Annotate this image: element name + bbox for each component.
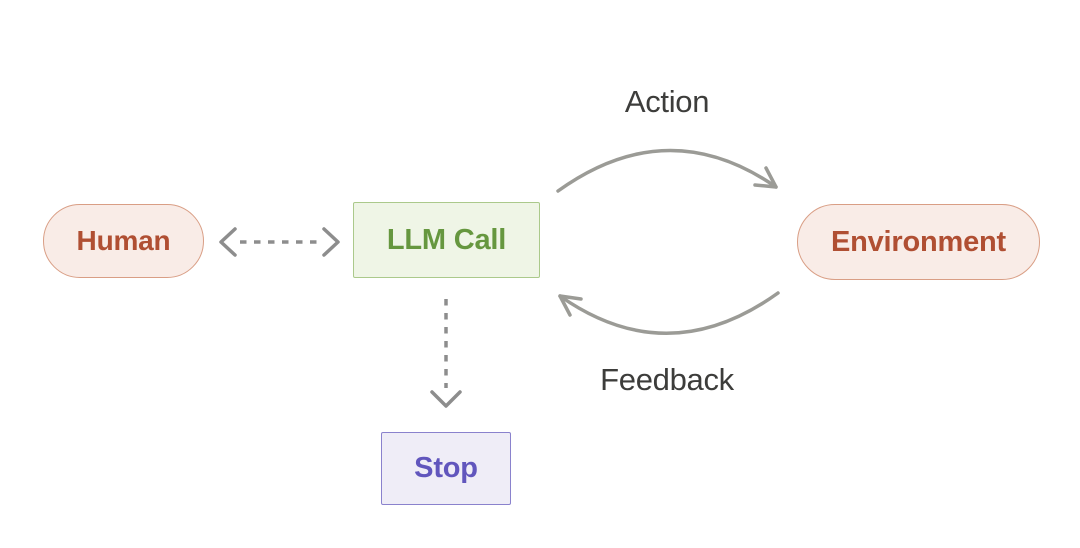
action-edge-label: Action: [624, 84, 710, 119]
node-environment: Environment: [797, 204, 1040, 280]
action-arrow: [556, 148, 778, 193]
node-llm-call: LLM Call: [353, 202, 540, 278]
node-human-label: Human: [76, 225, 171, 256]
feedback-arrow: [558, 291, 780, 335]
node-environment-label: Environment: [830, 225, 1007, 258]
human-llm-dashed-arrow: [219, 227, 340, 257]
llm-stop-dashed-arrow: [430, 299, 462, 408]
feedback-edge-label: Feedback: [600, 362, 734, 397]
node-llm-call-label: LLM Call: [386, 223, 507, 256]
node-human: Human: [43, 204, 204, 278]
node-stop: Stop: [381, 432, 511, 505]
node-stop-label: Stop: [414, 452, 478, 484]
